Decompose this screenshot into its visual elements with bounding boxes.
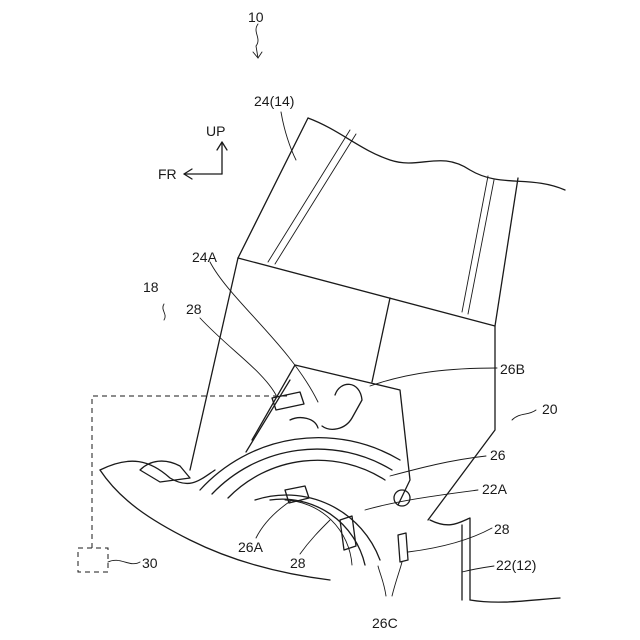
label-clip-bottom: 28 [290,555,306,571]
label-assembly-left: 18 [143,279,159,295]
label-tab-lower: 26A [238,539,264,555]
label-upper-panel: 24(14) [254,93,294,109]
leader-lines [108,24,536,596]
clips [272,384,408,562]
label-up: UP [206,123,225,139]
label-tabs-c: 26C [372,615,398,631]
label-fig: 10 [248,9,264,25]
label-base-panel: 22(12) [496,557,536,573]
orientation-arrows [184,142,227,179]
label-retainer: 26 [490,447,506,463]
label-base-edge: 22A [482,481,508,497]
label-clip-top-left: 28 [186,301,202,317]
upper-panel [238,118,565,326]
label-panel-edge: 24A [192,249,218,265]
retainer-arcs [200,438,410,565]
label-clip-lower-right: 28 [494,521,510,537]
label-fr: FR [158,166,177,182]
label-tab-upper: 26B [500,361,525,377]
label-sensor: 30 [142,555,158,571]
label-assembly-right: 20 [542,401,558,417]
